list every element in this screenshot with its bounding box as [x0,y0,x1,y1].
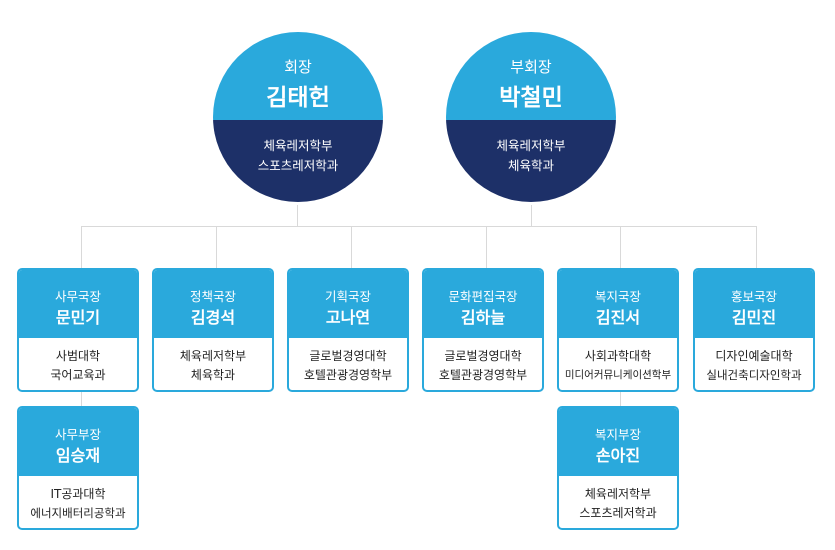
card-dept-line2: 미디어커뮤니케이션학부 [564,369,672,381]
card-header: 사무부장 임승재 [19,408,137,476]
card-dept-line2: 체육학과 [190,368,236,382]
card-header: 문화편집국장 김하늘 [424,270,542,338]
vice-president-node: 부회장 박철민 체육레저학부 체육학과 [446,32,616,202]
card-role: 사무부장 [54,427,101,442]
card-role: 사무국장 [54,289,101,304]
card-dept-line2: 에너지배터리공학과 [30,506,126,520]
vice-president-dept-line2: 체육학과 [507,158,554,173]
card-name: 김민진 [731,308,777,327]
connector-deputy-2 [620,392,621,406]
vice-president-dept-area: 체육레저학부 체육학과 [446,120,616,202]
card-dept: 글로벌경영대학 호텔관광경영학부 [424,338,542,385]
president-name: 김태헌 [266,85,330,111]
connector-deputy-1 [81,392,82,406]
card-header: 홍보국장 김민진 [695,270,813,338]
card-dept-line2: 실내건축디자인학과 [706,368,802,382]
card-dept-line2: 국어교육과 [50,368,106,382]
card-dept: IT공과대학 에너지배터리공학과 [19,476,137,523]
card-header: 정책국장 김경석 [154,270,272,338]
card-name: 고나연 [325,308,371,327]
connector-drop-4 [486,226,487,268]
vice-president-name: 박철민 [499,85,563,111]
connector-horizontal [81,226,757,227]
card-dept-line1: 사회과학대학 [584,349,652,363]
card-dept: 체육레저학부 스포츠레저학과 [559,476,677,523]
card-role: 복지부장 [594,427,641,442]
director-card-policy: 정책국장 김경석 체육레저학부 체육학과 [152,268,274,392]
connector-drop-3 [351,226,352,268]
card-dept: 체육레저학부 체육학과 [154,338,272,385]
card-name: 문민기 [55,308,101,327]
director-card-culture-editorial: 문화편집국장 김하늘 글로벌경영대학 호텔관광경영학부 [422,268,544,392]
card-name: 김경석 [190,308,236,327]
connector-president [297,205,298,226]
vice-president-header: 부회장 박철민 [446,32,616,120]
card-header: 복지국장 김진서 [559,270,677,338]
director-card-planning: 기획국장 고나연 글로벌경영대학 호텔관광경영학부 [287,268,409,392]
director-card-welfare: 복지국장 김진서 사회과학대학 미디어커뮤니케이션학부 [557,268,679,392]
card-header: 사무국장 문민기 [19,270,137,338]
card-dept: 디자인예술대학 실내건축디자인학과 [695,338,813,385]
director-card-publicity: 홍보국장 김민진 디자인예술대학 실내건축디자인학과 [693,268,815,392]
vice-president-dept: 체육레저학부 체육학과 [446,136,616,176]
card-role: 정책국장 [189,289,236,304]
president-dept-line2: 스포츠레저학과 [257,158,339,173]
vice-president-dept-line1: 체육레저학부 [496,138,566,153]
president-dept: 체육레저학부 스포츠레저학과 [213,136,383,176]
card-dept-line1: 디자인예술대학 [715,349,793,363]
card-role: 기획국장 [324,289,371,304]
card-dept-line2: 호텔관광경영학부 [303,368,393,382]
card-dept-line1: 체육레저학부 [179,349,247,363]
connector-drop-2 [216,226,217,268]
president-role: 회장 [284,58,312,76]
card-name: 김진서 [595,308,641,327]
card-name: 김하늘 [460,308,506,327]
president-header: 회장 김태헌 [213,32,383,120]
card-role: 문화편집국장 [448,289,518,304]
president-dept-area: 체육레저학부 스포츠레저학과 [213,120,383,202]
connector-drop-1 [81,226,82,268]
card-role: 홍보국장 [730,289,777,304]
card-dept-line1: IT공과대학 [50,487,106,501]
director-card-general-affairs: 사무국장 문민기 사범대학 국어교육과 [17,268,139,392]
card-dept-line2: 스포츠레저학과 [579,506,657,520]
connector-drop-5 [620,226,621,268]
card-header: 복지부장 손아진 [559,408,677,476]
vice-president-role: 부회장 [510,58,552,76]
president-node: 회장 김태헌 체육레저학부 스포츠레저학과 [213,32,383,202]
card-dept-line1: 사범대학 [55,349,101,363]
card-dept-line1: 체육레저학부 [584,487,652,501]
card-dept-line2: 호텔관광경영학부 [438,368,528,382]
card-dept: 사범대학 국어교육과 [19,338,137,385]
deputy-card-welfare: 복지부장 손아진 체육레저학부 스포츠레저학과 [557,406,679,530]
connector-vice-president [531,205,532,226]
card-name: 손아진 [595,446,641,465]
card-dept: 글로벌경영대학 호텔관광경영학부 [289,338,407,385]
deputy-card-general-affairs: 사무부장 임승재 IT공과대학 에너지배터리공학과 [17,406,139,530]
president-dept-line1: 체육레저학부 [263,138,333,153]
card-role: 복지국장 [594,289,641,304]
card-dept: 사회과학대학 미디어커뮤니케이션학부 [559,338,677,385]
card-name: 임승재 [55,446,101,465]
card-dept-line1: 글로벌경영대학 [309,349,387,363]
connector-drop-6 [756,226,757,268]
card-header: 기획국장 고나연 [289,270,407,338]
card-dept-line1: 글로벌경영대학 [444,349,522,363]
